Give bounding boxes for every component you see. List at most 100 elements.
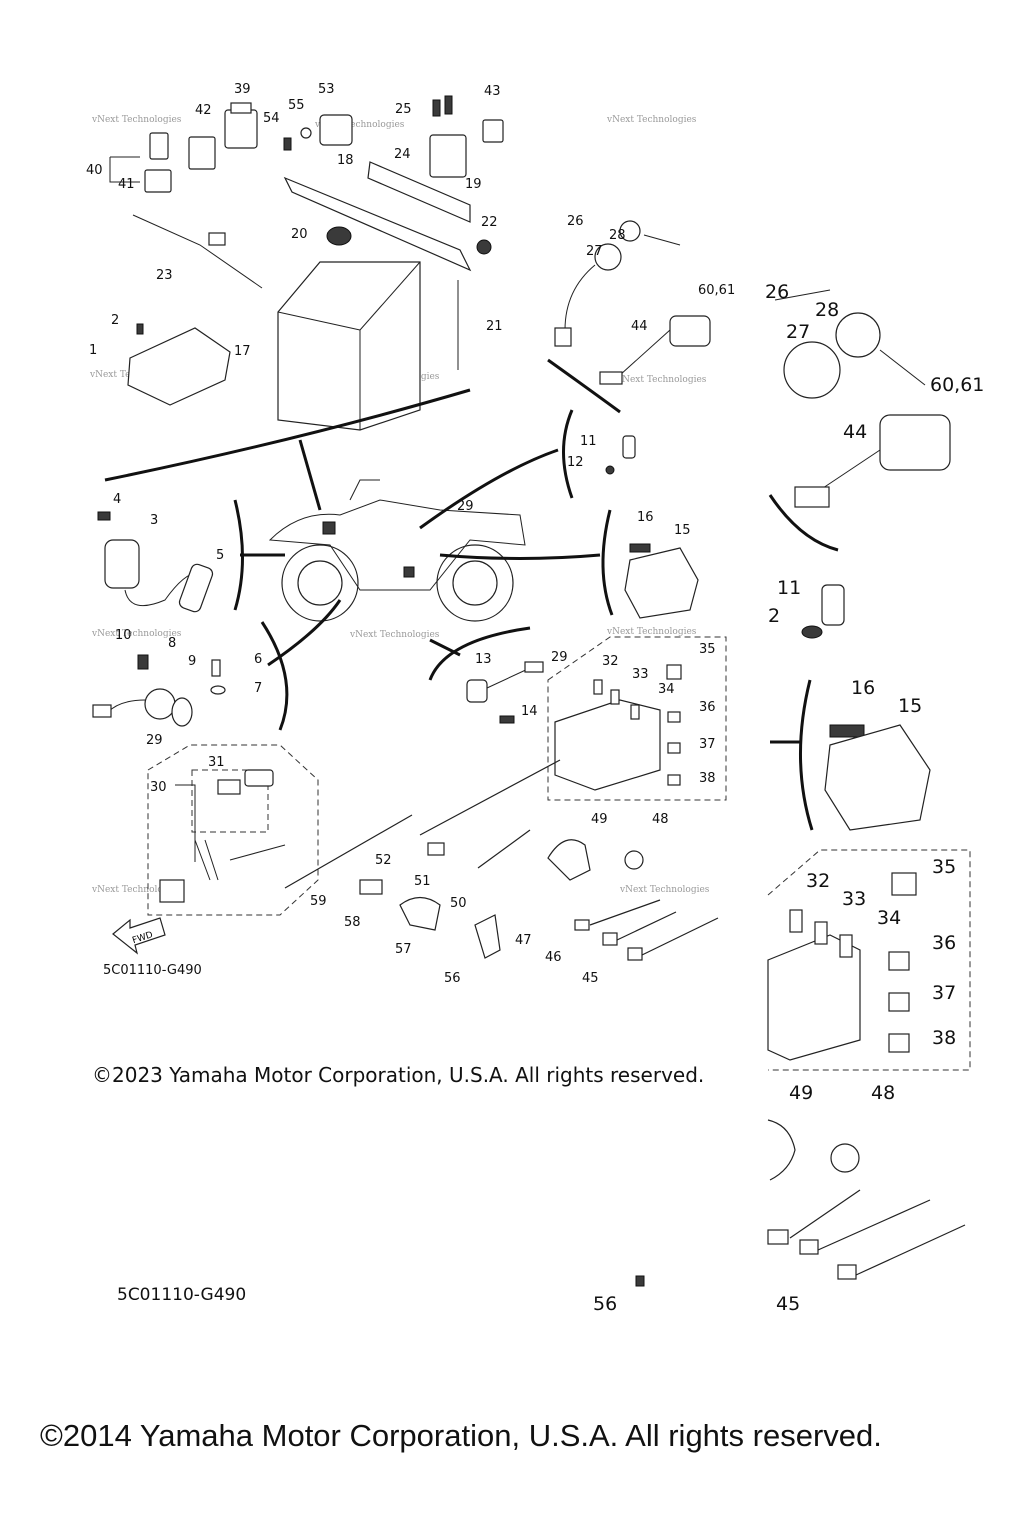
bracket-19 [367,161,471,223]
callout-10: 10 [115,628,132,643]
callout-large-16: 16 [851,677,875,699]
callout-8: 8 [168,636,176,651]
zoom-fuse-frame [767,849,971,1071]
atv-body [268,499,526,591]
callout-18: 18 [337,153,354,168]
band-45 [641,917,719,956]
callout-large-11: 11 [777,577,801,599]
callout-58: 58 [344,915,361,930]
relay-39 [224,109,258,149]
fuse-box-group [547,636,727,801]
switch-13-connector [524,661,544,673]
pickup-group [92,621,289,731]
callout-35: 35 [699,642,716,657]
pickup-8-lead [107,699,146,713]
zoom-band [789,1189,861,1239]
band-59 [284,814,413,889]
callout-45: 45 [582,971,599,986]
part-41 [144,169,172,193]
bracket-26 [774,289,831,301]
main-switch-27 [594,243,622,271]
rectifier-15 [624,547,699,619]
main-switch-lead [564,264,596,331]
callout-1: 1 [89,343,97,358]
harness-wires [194,839,286,881]
band-46 [616,911,677,941]
pickup-8 [144,688,176,720]
callout-29a: 29 [457,499,474,514]
bolt-14 [499,715,515,724]
zoom-washer [801,625,823,639]
nut-22 [476,239,492,255]
watermark: vNext Technologies [91,885,182,895]
bolt-25b [444,95,453,115]
fuse-box-29 [554,699,661,791]
callout-large-35: 35 [932,856,956,878]
fwd-arrow: FWD [112,917,166,955]
sidestand-group [428,626,544,724]
callout-11: 11 [580,434,597,449]
atv-handlebar [349,479,380,501]
callout-43: 43 [484,84,501,99]
bolt-54 [283,137,292,151]
relay-39-top [230,102,252,114]
callout-31: 31 [208,755,225,770]
link-sensor [419,448,559,530]
sensor-bracket [562,409,574,499]
rectifier-group [601,509,699,619]
main-switch-group [547,220,711,414]
callout-46: 46 [545,950,562,965]
switch-6 [211,659,221,677]
watermark: vNext Technologies [91,115,182,125]
coil-bracket [233,499,244,611]
relay-42 [188,136,216,170]
cover-31 [244,769,274,787]
harness-dashed-frame [147,744,319,916]
callout-33: 33 [632,667,649,682]
callout-large-15: 15 [898,695,922,717]
ignition-coil-group [97,499,244,613]
callout-39: 39 [234,82,251,97]
zoom-sensor-11 [821,584,845,626]
bolt-25 [432,99,441,117]
callout-7: 7 [254,681,262,696]
atv-front-hub [297,560,343,606]
fuse-37 [667,742,681,754]
part-40 [149,132,169,160]
zoom-band-46-strap [817,1199,931,1251]
clip-56 [474,914,501,959]
screw-2 [136,323,144,335]
callout-56: 56 [444,971,461,986]
rectifier-bracket [601,509,614,616]
zoom-fuse-box [767,934,861,1061]
plug-cap-5 [178,563,214,613]
callout-60-61: 60,61 [698,283,735,298]
callout-36: 36 [699,700,716,715]
callout-23: 23 [156,268,173,283]
watermark: vNext Technologies [619,885,710,895]
battery-17-edge2 [359,261,421,331]
watermark: vNext Technologies [349,630,440,640]
callout-59: 59 [310,894,327,909]
callout-52: 52 [375,853,392,868]
fuse-36 [667,711,681,723]
callout-40: 40 [86,163,103,178]
zoom-cap-28 [835,312,881,358]
bolt-10 [137,654,149,670]
leader-30 [175,784,196,862]
link-rectifier [439,553,601,560]
callout-large-2: 2 [768,605,780,627]
switch-13-lead [486,667,531,689]
callout-51: 51 [414,874,431,889]
callout-large-60-61: 60,61 [930,374,984,396]
zoom-clamps [635,1119,966,1287]
callout-50: 50 [450,896,467,911]
callout-26: 26 [567,214,584,229]
zoom-fuse-34 [839,934,853,958]
zoom-band-46 [799,1239,819,1255]
callout-large-28: 28 [815,299,839,321]
callout-9: 9 [188,654,196,669]
callout-24: 24 [394,147,411,162]
callout-38: 38 [699,771,716,786]
callout-large-27: 27 [786,321,810,343]
